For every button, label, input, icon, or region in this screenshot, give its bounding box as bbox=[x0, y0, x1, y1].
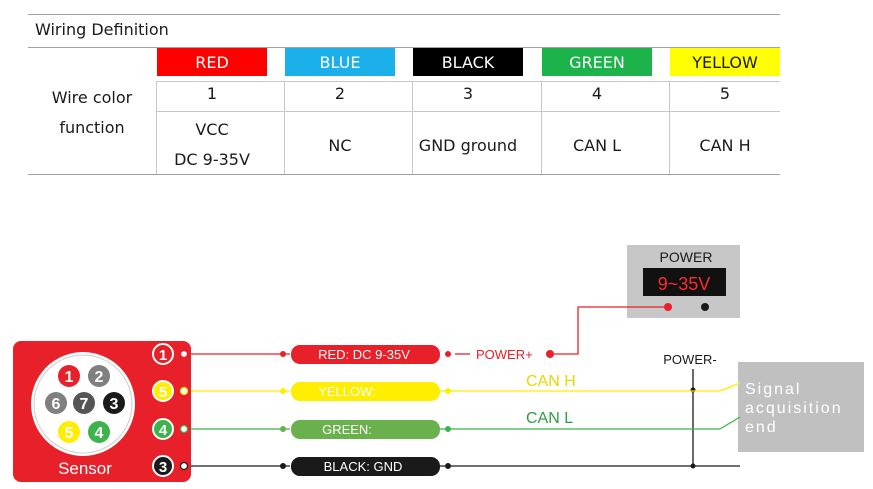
connector-pin-4: 4 bbox=[88, 421, 110, 443]
connector-pin-5: 5 bbox=[58, 421, 80, 443]
column-divider bbox=[156, 81, 157, 175]
wire-number: 3 bbox=[462, 84, 474, 103]
wire-function-detail: DC 9-35V bbox=[174, 150, 250, 169]
signal-box-body bbox=[738, 362, 864, 452]
row-label-wire-color: Wire color bbox=[51, 88, 133, 107]
connector-pin-3: 3 bbox=[103, 392, 125, 414]
table-top-rule bbox=[28, 14, 780, 15]
sensor-connector-ring bbox=[33, 354, 133, 454]
wire-end-dot bbox=[280, 388, 286, 394]
output-pin-4: 4 bbox=[152, 418, 189, 440]
wire-function: VCC bbox=[195, 120, 229, 139]
wire-tag-label: YELLOW: bbox=[318, 384, 376, 399]
signal-box-line3: end bbox=[745, 419, 778, 436]
number-row-rule bbox=[156, 111, 780, 112]
power-supply: POWER 9~35V bbox=[627, 245, 740, 318]
column-divider bbox=[541, 81, 542, 175]
svg-text:7: 7 bbox=[80, 396, 89, 413]
wire-tag-green: GREEN: bbox=[280, 420, 451, 439]
sensor: 1 2 6 7 3 5 4 Sensor bbox=[13, 341, 191, 482]
column-divider bbox=[284, 81, 285, 175]
svg-text:3: 3 bbox=[159, 459, 167, 476]
color-swatch-red: RED bbox=[157, 48, 267, 76]
wire-tag-body bbox=[291, 420, 440, 439]
power-plus-node bbox=[546, 350, 554, 358]
svg-text:3: 3 bbox=[110, 396, 119, 413]
svg-text:2: 2 bbox=[95, 369, 104, 386]
wire-function: CAN H bbox=[699, 136, 751, 155]
wire-tag-label: RED: DC 9-35V bbox=[318, 347, 410, 362]
connector-pin-2: 2 bbox=[88, 365, 110, 387]
svg-text:1: 1 bbox=[159, 347, 167, 364]
wire-end-dot bbox=[280, 426, 286, 432]
svg-text:6: 6 bbox=[52, 396, 61, 413]
yellow-wire-end bbox=[719, 382, 741, 392]
wire-end-dot bbox=[280, 463, 286, 469]
wire-end-dot bbox=[445, 388, 451, 394]
wiring-definition-table: Wiring Definition Wire color function RE… bbox=[28, 14, 780, 175]
connector-pin-7: 7 bbox=[73, 392, 95, 414]
wire-end-dot bbox=[445, 351, 451, 357]
connector-pin-1: 1 bbox=[58, 365, 80, 387]
color-swatch-black: BLACK bbox=[413, 48, 523, 76]
power-minus-label: POWER- bbox=[663, 352, 716, 367]
wire-tag-yellow: YELLOW: bbox=[280, 382, 451, 401]
svg-text:5: 5 bbox=[65, 425, 74, 442]
svg-text:4: 4 bbox=[159, 422, 168, 439]
wire-end-dot bbox=[445, 426, 451, 432]
wire-number: 5 bbox=[719, 84, 731, 103]
power-display bbox=[643, 268, 726, 296]
svg-text:4: 4 bbox=[95, 425, 104, 442]
wire-function: NC bbox=[328, 136, 352, 155]
column-divider bbox=[669, 81, 670, 175]
wire-tag-label: GREEN: bbox=[322, 422, 372, 437]
power-display-value: 9~35V bbox=[658, 274, 711, 294]
table-title-rule bbox=[28, 47, 780, 48]
wire-number: 1 bbox=[206, 84, 218, 103]
sensor-label: Sensor bbox=[58, 459, 112, 478]
can-l-label: CAN L bbox=[526, 410, 573, 427]
table-title: Wiring Definition bbox=[35, 20, 169, 39]
wire-number: 2 bbox=[334, 84, 346, 103]
column-divider bbox=[412, 81, 413, 175]
color-swatch-green: GREEN bbox=[542, 48, 652, 76]
junction-dot bbox=[690, 387, 696, 393]
wire-end-dot bbox=[445, 463, 451, 469]
power-positive-lead bbox=[553, 306, 668, 355]
swatch-row-rule bbox=[156, 81, 780, 82]
wire-tag-body bbox=[291, 382, 440, 401]
signal-box-line1: Signal bbox=[745, 381, 801, 398]
wire-function: GND ground bbox=[418, 136, 518, 155]
power-title: POWER bbox=[660, 249, 713, 265]
green-wire-end bbox=[719, 416, 741, 430]
row-label-function: function bbox=[59, 118, 125, 137]
wire-end-dot bbox=[280, 351, 286, 357]
can-h-label: CAN H bbox=[526, 373, 576, 390]
color-swatch-blue: BLUE bbox=[285, 48, 395, 76]
output-pin-1: 1 bbox=[152, 343, 189, 365]
wire-tag-label: BLACK: GND bbox=[324, 459, 403, 474]
color-swatch-yellow: YELLOW bbox=[670, 48, 780, 76]
svg-text:1: 1 bbox=[65, 369, 74, 386]
table-bottom-rule bbox=[28, 174, 780, 175]
signal-acquisition-box: Signal acquisition end bbox=[738, 362, 864, 452]
wire-number: 4 bbox=[591, 84, 603, 103]
svg-text:5: 5 bbox=[159, 384, 167, 401]
output-pin-3: 3 bbox=[152, 455, 189, 477]
power-negative-terminal bbox=[701, 303, 709, 311]
wire-tag-body bbox=[291, 457, 440, 476]
wire-tag-black: BLACK: GND bbox=[280, 457, 451, 476]
connector-pin-6: 6 bbox=[45, 392, 67, 414]
wire-function: CAN L bbox=[572, 136, 622, 155]
wire-tag-red: RED: DC 9-35V bbox=[280, 345, 451, 364]
signal-box-line2: acquisition bbox=[745, 400, 843, 417]
power-plus-label: POWER+ bbox=[476, 347, 533, 362]
wire-tag-body bbox=[291, 345, 440, 364]
output-pin-5: 5 bbox=[152, 380, 189, 402]
